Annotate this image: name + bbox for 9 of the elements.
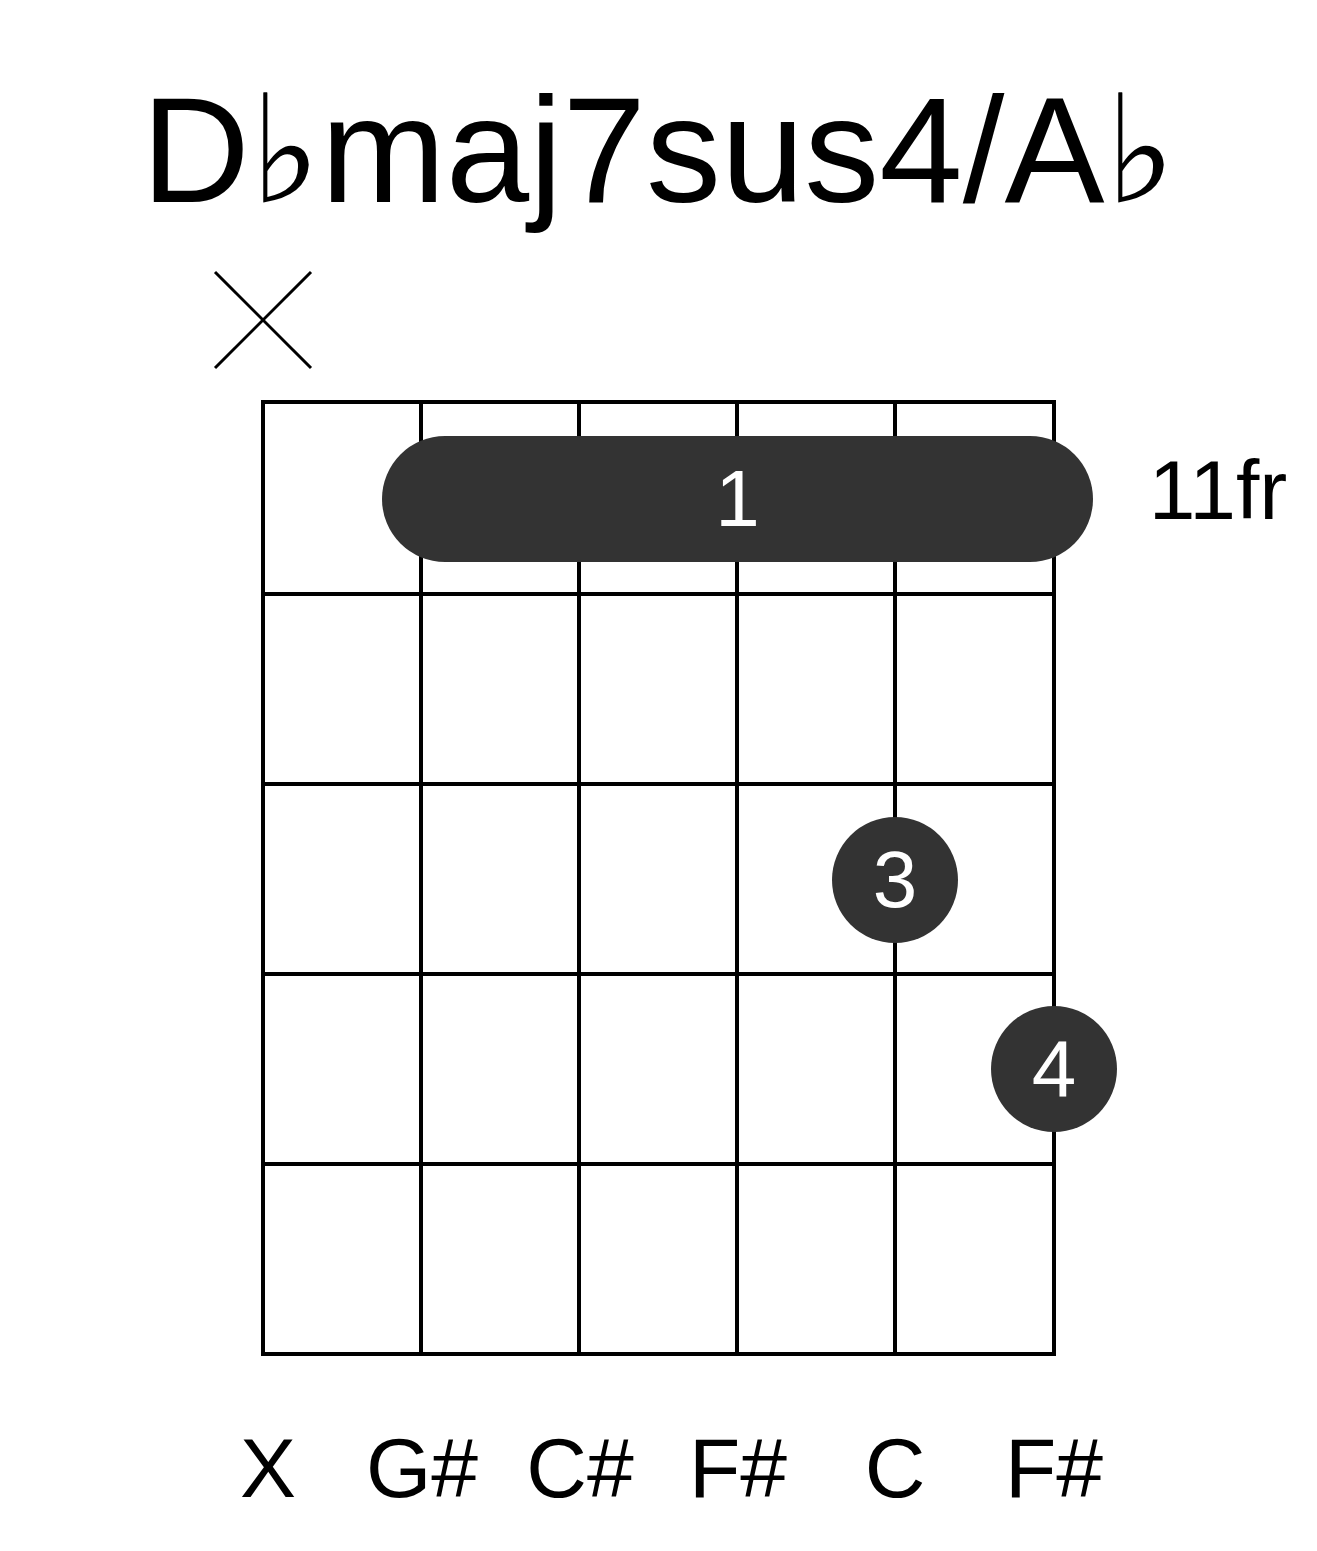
string-note: F# xyxy=(689,1426,787,1510)
barre-bar: 1 xyxy=(382,436,1093,562)
string-note: C xyxy=(864,1426,926,1510)
chord-title: D♭maj7sus4/A♭ xyxy=(140,65,1177,236)
string-note: G# xyxy=(365,1426,479,1510)
string-note: C# xyxy=(526,1426,634,1510)
fret-number: 11fr xyxy=(1148,448,1288,532)
string-note: X xyxy=(240,1426,296,1510)
string-note: F# xyxy=(1005,1426,1103,1510)
